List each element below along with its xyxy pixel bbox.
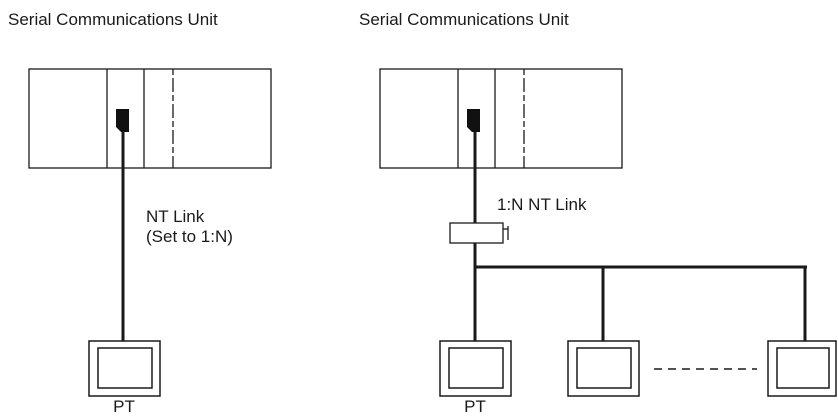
- link-adapter-body: [449, 222, 504, 244]
- left-diagram: Serial Communications Unit NT Link (Set …: [8, 10, 272, 416]
- left-pt-outer: [88, 340, 161, 397]
- left-pt-label: PT: [113, 397, 135, 414]
- left-link-label: NT Link: [146, 207, 205, 226]
- pt-screen: [776, 347, 830, 389]
- right-link-label: 1:N NT Link: [497, 195, 587, 214]
- left-pt-screen: [97, 347, 153, 389]
- link-adapter-icon: [449, 222, 509, 244]
- right-diagram: Serial Communications Unit 1:N NT Link: [359, 10, 837, 416]
- left-pt-terminal-icon: [88, 340, 161, 397]
- left-unit-title: Serial Communications Unit: [8, 10, 218, 29]
- right-pt-label: PT: [464, 397, 486, 414]
- right-pt-outer: [439, 340, 512, 397]
- pt-screen: [576, 347, 632, 389]
- left-serial-port-icon: [116, 109, 129, 132]
- pt-outer: [767, 340, 837, 397]
- pt-terminal-icon: [567, 340, 640, 397]
- right-unit-title: Serial Communications Unit: [359, 10, 569, 29]
- right-pt-screen: [448, 347, 504, 389]
- pt-outer: [567, 340, 640, 397]
- left-plc-rack: [28, 68, 272, 169]
- pt-terminal-icon: [767, 340, 837, 397]
- right-plc-rack: [379, 68, 623, 169]
- left-link-label-setting: (Set to 1:N): [146, 227, 233, 246]
- left-rack-frame: [28, 68, 272, 169]
- multidrop-bus: [473, 243, 807, 341]
- right-serial-port-icon: [467, 109, 480, 132]
- right-pt-terminal-icon: [439, 340, 512, 397]
- right-rack-frame: [379, 68, 623, 169]
